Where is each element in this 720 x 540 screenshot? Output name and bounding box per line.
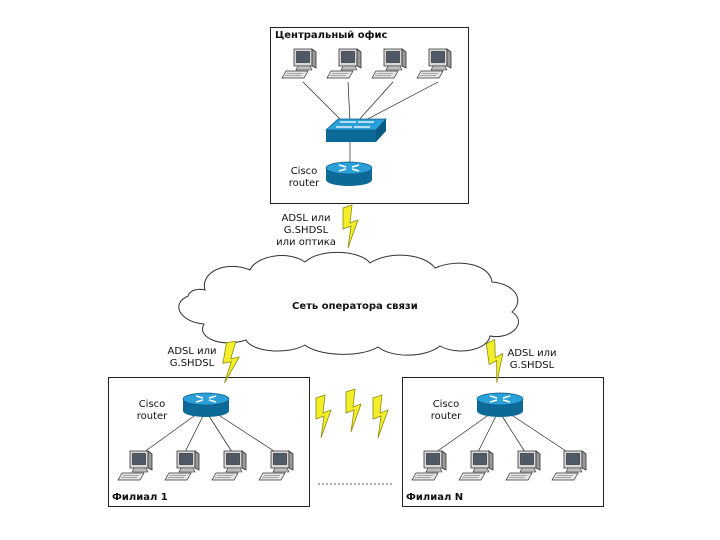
central-workstation-1	[281, 48, 317, 79]
lightning-icon-3	[372, 394, 389, 439]
central-router-label: Cisco router	[288, 166, 320, 189]
central-uplink-lightning-icon	[342, 204, 359, 249]
central-workstation-2	[326, 48, 362, 79]
branch-n-workstation-3	[505, 450, 541, 481]
lightning-icon-2	[345, 388, 362, 433]
branch-n-lan-links	[431, 413, 573, 456]
branch-1-router-label: Cisco router	[136, 399, 168, 422]
branch-n-title: Филиал N	[406, 492, 464, 503]
branch-1-workstation-4	[258, 450, 294, 481]
branch-n-workstation-4	[551, 450, 587, 481]
branch-1-title: Филиал 1	[112, 492, 168, 503]
lightning-icon-1	[315, 394, 332, 439]
branch-1-link-lightning-icon	[219, 339, 243, 386]
branch-1-workstation-1	[117, 450, 153, 481]
switch-icon	[324, 118, 387, 142]
branch-1-router-icon	[182, 392, 230, 418]
branch-1-workstation-2	[164, 450, 200, 481]
branch-n-link-label: ADSL или G.SHDSL	[507, 348, 557, 371]
central-uplink-label: ADSL или G.SHDSL или оптика	[276, 213, 336, 248]
central-workstation-3	[371, 48, 407, 79]
central-lan-links	[302, 81, 439, 165]
operator-cloud-icon	[178, 251, 519, 356]
branch-n-router-icon	[476, 392, 524, 418]
operator-cloud-label: Сеть оператора связи	[292, 301, 418, 312]
central-workstation-4	[416, 48, 452, 79]
branch-1-lan-links	[139, 413, 281, 456]
branch-n-workstation-2	[458, 450, 494, 481]
branch-1-link-label: ADSL или G.SHDSL	[167, 346, 217, 369]
branch-n-router-label: Cisco router	[430, 399, 462, 422]
central-office-title: Центральный офис	[275, 30, 388, 41]
central-router-icon	[325, 161, 373, 187]
branch-1-workstation-3	[211, 450, 247, 481]
branch-n-workstation-1	[411, 450, 447, 481]
